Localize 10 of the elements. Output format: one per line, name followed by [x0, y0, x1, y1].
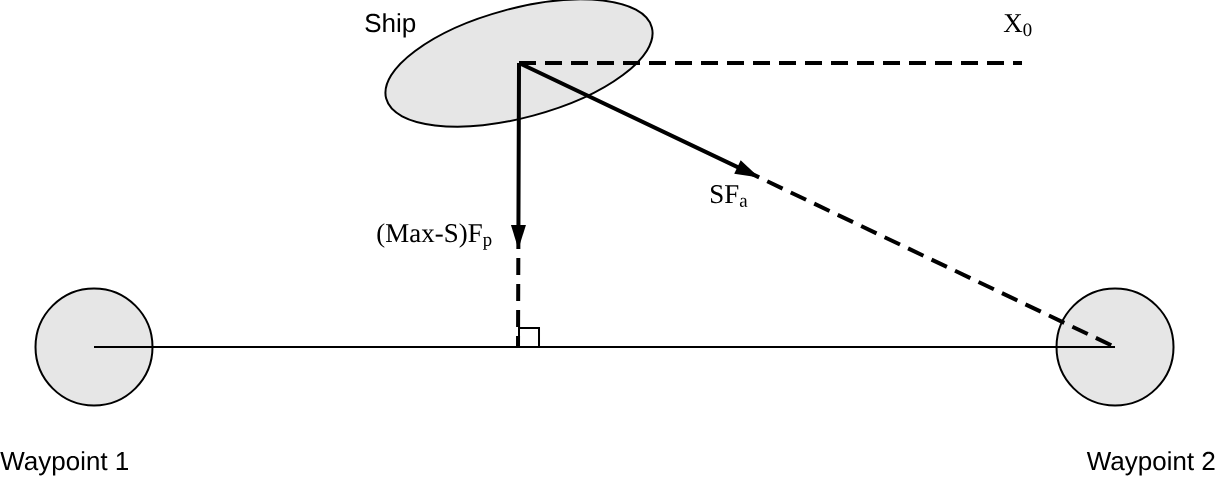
axis-label: X$_{0}$: [1003, 14, 1032, 37]
edge-label: SF$_{a}$: [708, 184, 750, 208]
edge-label: (Max-S)F$_{p}$: [375, 222, 494, 251]
vector-arrow: [510, 63, 526, 348]
waypoint-circle: [1055, 287, 1175, 407]
waypoint-label: Waypoint 2: [1086, 451, 1215, 476]
waypoint-label: Waypoint 1: [0, 451, 128, 476]
waypoint-circle: [34, 287, 154, 407]
route-line: [93, 346, 1116, 348]
ship-label: Ship: [365, 13, 416, 38]
